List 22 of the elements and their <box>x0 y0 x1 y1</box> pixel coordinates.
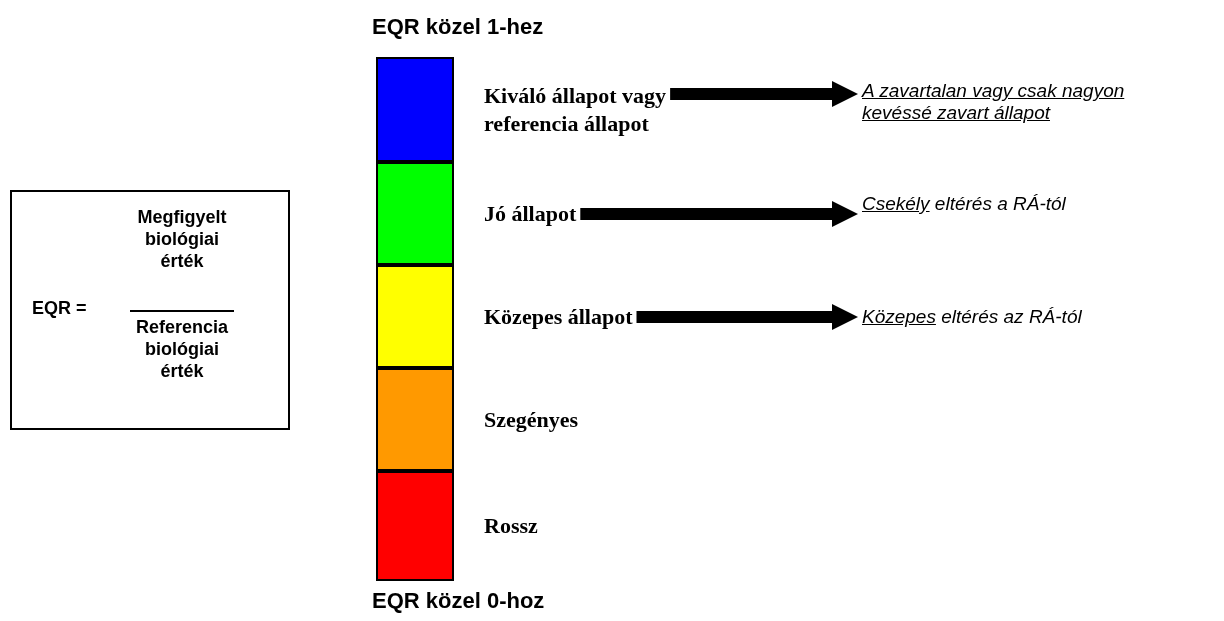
block-arrow <box>580 200 858 228</box>
description-text: Közepes eltérés az RÁ-tól <box>862 306 1182 328</box>
denominator-text: Referencia biológiai érték <box>134 316 230 382</box>
description-text: Csekély eltérés a RÁ-tól <box>862 193 1182 215</box>
status-label: Szegényes <box>484 406 754 434</box>
block-arrow <box>636 303 858 331</box>
status-label: Közepes állapot <box>484 303 754 331</box>
formula-text: EQR = <box>32 298 87 319</box>
color-bar <box>376 368 454 471</box>
formula-box <box>10 190 290 430</box>
block-arrow <box>670 80 858 108</box>
description-text: A zavartalan vagy csak nagyon kevéssé zavart állapot <box>862 80 1162 124</box>
status-label: Kiváló állapot vagy referencia állapot <box>484 82 754 138</box>
scale-label: EQR közel 1-hez <box>372 14 544 40</box>
color-bar <box>376 57 454 162</box>
status-label: Jó állapot <box>484 200 754 228</box>
status-label: Rossz <box>484 512 754 540</box>
numerator-text: Megfigyelt biológiai érték <box>136 206 228 272</box>
scale-label: EQR közel 0-hoz <box>372 588 545 614</box>
color-bar <box>376 471 454 581</box>
color-bar <box>376 265 454 368</box>
color-bar <box>376 162 454 265</box>
